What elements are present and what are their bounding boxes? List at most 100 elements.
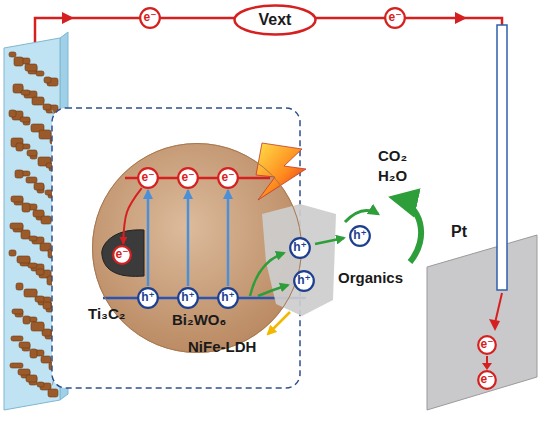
cocatalyst-particle: Ti₃C₂e⁻ [100,228,146,278]
node-label: Ti₃C₂ [88,306,126,323]
photoanode-glass [4,38,60,410]
excitation-arrow [147,190,150,286]
charge-label: e⁻ [143,11,156,24]
film-grain [15,170,23,178]
current-arrowhead [455,12,467,24]
charge-ring [350,226,370,246]
charge-ring [140,8,160,28]
electron-circle: e⁻ [137,167,159,189]
charge-label: e⁻ [181,171,194,184]
charge-label: h⁺ [181,291,195,304]
electron-circle: e⁻ [477,370,497,390]
node-label: Bi₂WO₆ [172,312,226,329]
electron-flow [495,293,502,323]
node-label: Pt [451,223,467,241]
material-label: NiFe-LDH [188,339,256,356]
charge-ring [385,8,405,28]
charge-ring [178,168,198,188]
film-grain [41,356,51,363]
photoanode-film [9,52,58,397]
film-grain [9,250,16,256]
film-grain [22,203,30,212]
film-grain [16,143,23,151]
film-grain [26,375,37,382]
film-grain [10,223,23,229]
electron-circle: e⁻ [139,7,161,29]
mxene-sheet [102,230,144,277]
film-grain [18,369,30,375]
film-grain [17,256,30,263]
electron-flow-head [489,319,500,331]
charge-label: h⁺ [221,291,235,304]
charge-label: e⁻ [141,171,154,184]
charge-label: h⁺ [297,274,311,287]
film-grain [23,316,30,324]
leader-arrow [268,312,290,334]
light-bolt [256,143,306,200]
film-grain [41,216,51,224]
hole-transfer-arrow [315,238,344,244]
charge-ring [138,168,158,188]
film-grain [21,230,30,239]
hole-transfer-arrow [258,285,288,296]
film-grain [43,104,51,110]
species-label: Organics [338,270,403,287]
charge-label: e⁻ [480,338,493,351]
charge-label: h⁺ [353,229,367,242]
hole-circle: h⁺ [137,287,159,309]
cocatalyst-layer [262,204,336,316]
film-grain [36,269,44,275]
film-grain [9,110,16,117]
film-grain [29,236,37,241]
film-grain [39,130,51,139]
current-arrowhead [62,12,74,24]
film-grain [21,90,30,95]
hole-circle: h⁺ [177,287,199,309]
film-grain [32,97,44,105]
charge-ring [294,271,314,291]
charge-label: h⁺ [141,291,155,304]
film-grain [16,283,23,290]
voltage-source: Vext [233,4,317,36]
electron-circle: e⁻ [384,7,406,29]
film-grain [20,117,30,122]
film-grain [24,289,37,297]
film-grain [27,150,37,156]
electron-circle: e⁻ [217,167,239,189]
charge-label: e⁻ [480,373,493,386]
electron-circle: e⁻ [112,245,132,265]
charge-ring [478,336,496,354]
film-grain [9,52,16,57]
source-outline [235,6,316,35]
charge-ring [113,246,131,264]
film-grain [36,71,44,76]
charge-ring [178,288,198,308]
hole-circle: h⁺ [289,237,311,259]
charge-label: e⁻ [388,11,401,24]
electron-flow-head [482,363,492,370]
hole-circle: h⁺ [217,287,239,309]
species-label: H₂O [378,168,407,185]
counter-electrode: Pt e⁻ e⁻ [425,205,540,412]
film-grain [48,389,58,397]
platinum-plate [427,235,537,410]
film-grain [37,382,44,387]
charge-label: e⁻ [115,248,128,261]
charge-ring [218,168,238,188]
film-grain [44,77,51,83]
electron-circle: e⁻ [177,167,199,189]
film-grain [10,363,23,368]
oxidation-arrow [394,198,421,262]
charge-ring [218,288,238,308]
charge-label: e⁻ [221,171,234,184]
film-grain [12,309,23,314]
photocatalyst-particle: Bi₂WO₆ e⁻ e⁻ e⁻ h⁺ h⁺ h⁺ Ti₃C₂e⁻ [92,143,302,353]
node-label: Vext [259,11,292,29]
film-grain [28,263,37,268]
electron-circle: e⁻ [477,335,497,355]
film-grain [19,342,30,348]
electron-transfer-arrow [123,188,141,244]
hole-circle: h⁺ [293,270,315,292]
